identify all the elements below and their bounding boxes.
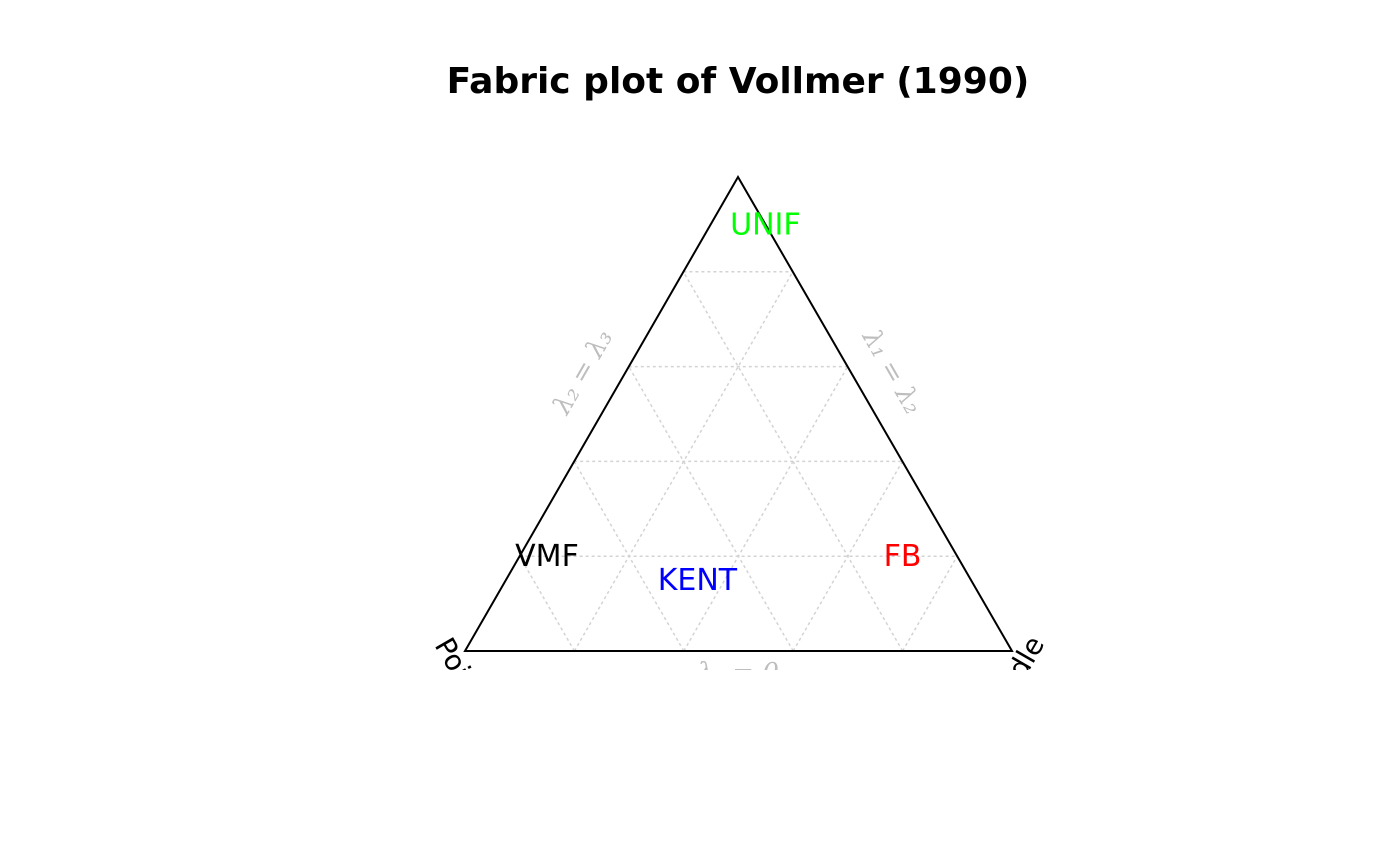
vertex-label-point: Point <box>428 632 491 709</box>
point-label-unif: UNIF <box>730 207 801 242</box>
grid-line <box>901 555 958 652</box>
point-label-fb: FB <box>884 539 922 574</box>
grid-line <box>683 366 849 652</box>
edge-label-left: λ₂ = λ₃ <box>547 325 620 421</box>
ternary-frame <box>463 174 1014 652</box>
edge-label-bottom: λ₃ = 0 <box>696 658 779 688</box>
grid-lines <box>518 271 958 652</box>
grid-line <box>573 461 685 652</box>
point-label-vmf: VMF <box>515 539 579 574</box>
plot-area: λ₂ = λ₃ λ₁ = λ₂ λ₃ = 0 Point Girdle UNIF… <box>428 174 1051 719</box>
grid-line <box>518 555 576 652</box>
grid-line <box>628 366 794 652</box>
vertex-label-girdle: Girdle <box>981 630 1051 719</box>
point-label-kent: KENT <box>658 563 738 598</box>
edge-label-right: λ₁ = λ₂ <box>855 324 928 420</box>
grid-line <box>792 461 904 652</box>
data-points: UNIF VMF KENT FB <box>515 207 921 598</box>
chart-title: Fabric plot of Vollmer (1990) <box>447 61 1030 102</box>
